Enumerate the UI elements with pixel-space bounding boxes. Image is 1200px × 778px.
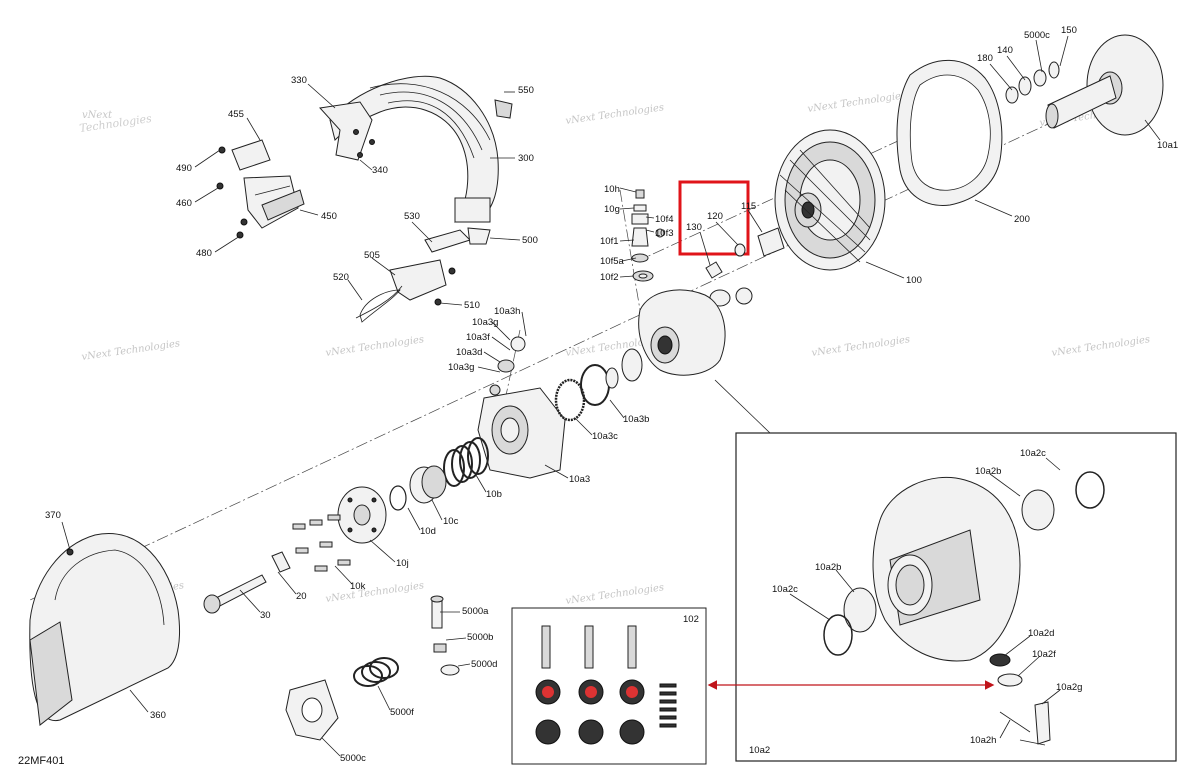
callout-130: 130	[686, 222, 702, 233]
callout-360: 360	[150, 710, 166, 721]
highlight-box	[678, 180, 750, 256]
callout-10j: 10j	[396, 558, 409, 569]
callout-100: 100	[906, 275, 922, 286]
svg-text:vNext Technologies: vNext Technologies	[81, 338, 181, 363]
spider-10j	[337, 486, 387, 544]
callout-5000c-top: 5000c	[1024, 30, 1050, 41]
pin-stack-10f	[631, 189, 665, 282]
callout-455: 455	[228, 109, 244, 120]
service-kit-5000	[285, 595, 460, 741]
small-parts-120-130	[705, 227, 785, 307]
callout-10f1: 10f1	[600, 236, 619, 247]
sheave-10a1	[1005, 34, 1164, 136]
callout-5000c-bottom: 5000c	[340, 753, 366, 764]
callout-530: 530	[404, 211, 420, 222]
callout-520: 520	[333, 272, 349, 283]
callout-10a3b: 10a3b	[623, 414, 649, 425]
callout-10a2d: 10a2d	[1028, 628, 1054, 639]
callout-115: 115	[741, 201, 756, 212]
callout-10a3: 10a3	[569, 474, 590, 485]
callout-180: 180	[977, 53, 993, 64]
detail-inset-10a2	[735, 432, 1177, 762]
callout-10a3c: 10a3c	[592, 431, 618, 442]
svg-text:vNext Technologies: vNext Technologies	[325, 580, 425, 605]
bracket-assembly-500	[355, 227, 491, 323]
callout-150: 150	[1061, 25, 1077, 36]
callout-10b: 10b	[486, 489, 502, 500]
sheave-housing-10a3	[477, 336, 566, 479]
callout-10k: 10k	[350, 581, 366, 592]
callout-140: 140	[997, 45, 1013, 56]
spring-10b	[443, 437, 489, 487]
callout-500: 500	[522, 235, 538, 246]
callout-10a2: 10a2	[749, 745, 770, 756]
callout-20: 20	[296, 591, 307, 602]
leader-lines	[61, 35, 1161, 757]
callout-510: 510	[464, 300, 480, 311]
callout-10a2c-mid: 10a2c	[772, 584, 798, 595]
callout-300: 300	[518, 153, 534, 164]
callout-200: 200	[1014, 214, 1030, 225]
callout-10a3f: 10a3f	[466, 332, 490, 343]
belt-200	[896, 59, 1003, 206]
bracket-assembly-450	[216, 139, 305, 239]
callout-10f2: 10f2	[600, 272, 619, 283]
cover-360	[29, 533, 181, 726]
svg-text:vNext Technologies: vNext Technologies	[325, 334, 425, 359]
pulley-100	[774, 129, 886, 271]
callout-460: 460	[176, 198, 192, 209]
callout-10a2f: 10a2f	[1032, 649, 1056, 660]
callout-10a3d: 10a3d	[456, 347, 482, 358]
callout-10h: 10h	[604, 184, 620, 195]
callout-340: 340	[372, 165, 388, 176]
svg-text:vNext Technologies: vNext Technologies	[565, 582, 665, 607]
callout-10a2g: 10a2g	[1056, 682, 1082, 693]
svg-text:vNext Technologies: vNext Technologies	[1051, 334, 1151, 359]
callout-5000a: 5000a	[462, 606, 489, 617]
callout-10f3: 10f3	[655, 228, 674, 239]
callout-480: 480	[196, 248, 212, 259]
callout-30: 30	[260, 610, 271, 621]
bracket-330	[319, 101, 375, 161]
drive-sheave-10	[638, 289, 726, 376]
callout-5000b: 5000b	[467, 632, 493, 643]
callout-10g: 10g	[604, 204, 620, 215]
callout-505: 505	[364, 250, 380, 261]
callout-10c: 10c	[443, 516, 459, 527]
callout-490: 490	[176, 163, 192, 174]
callout-10d: 10d	[420, 526, 436, 537]
callout-120: 120	[707, 211, 723, 222]
callout-5000f: 5000f	[390, 707, 414, 718]
callout-10f5a: 10f5a	[600, 256, 624, 267]
callout-labels: 330 550 455 300 490 340 460 450 480 530 …	[45, 25, 1178, 764]
kit-inset-102	[511, 607, 707, 765]
svg-text:vNext Technologies: vNext Technologies	[807, 90, 907, 115]
upper-guard-300	[329, 75, 513, 223]
callout-5000d: 5000d	[471, 659, 497, 670]
svg-text:vNext: vNext	[82, 110, 113, 121]
callout-10a3g-lower: 10a3g	[448, 362, 474, 373]
bolts-10k	[271, 514, 351, 573]
callout-10a2c-top: 10a2c	[1020, 448, 1046, 459]
callout-102: 102	[683, 614, 699, 625]
callout-450: 450	[321, 211, 337, 222]
callout-10a2b-mid: 10a2b	[815, 562, 841, 573]
callout-330: 330	[291, 75, 307, 86]
ring-10c	[389, 465, 447, 511]
callout-10a3g-upper: 10a3g	[472, 317, 498, 328]
rings-10a3b-10a3c	[554, 348, 643, 422]
callout-10a1: 10a1	[1157, 140, 1178, 151]
diagram-code: 22MF401	[18, 755, 64, 767]
callout-10a2b-top: 10a2b	[975, 466, 1001, 477]
callout-10f4: 10f4	[655, 214, 674, 225]
bolt-30	[203, 574, 267, 614]
callout-10a2h: 10a2h	[970, 735, 996, 746]
callout-550: 550	[518, 85, 534, 96]
callout-370: 370	[45, 510, 61, 521]
svg-text:vNext Technologies: vNext Technologies	[811, 334, 911, 359]
callout-10a3h: 10a3h	[494, 306, 520, 317]
svg-text:vNext Technologies: vNext Technologies	[565, 102, 665, 127]
